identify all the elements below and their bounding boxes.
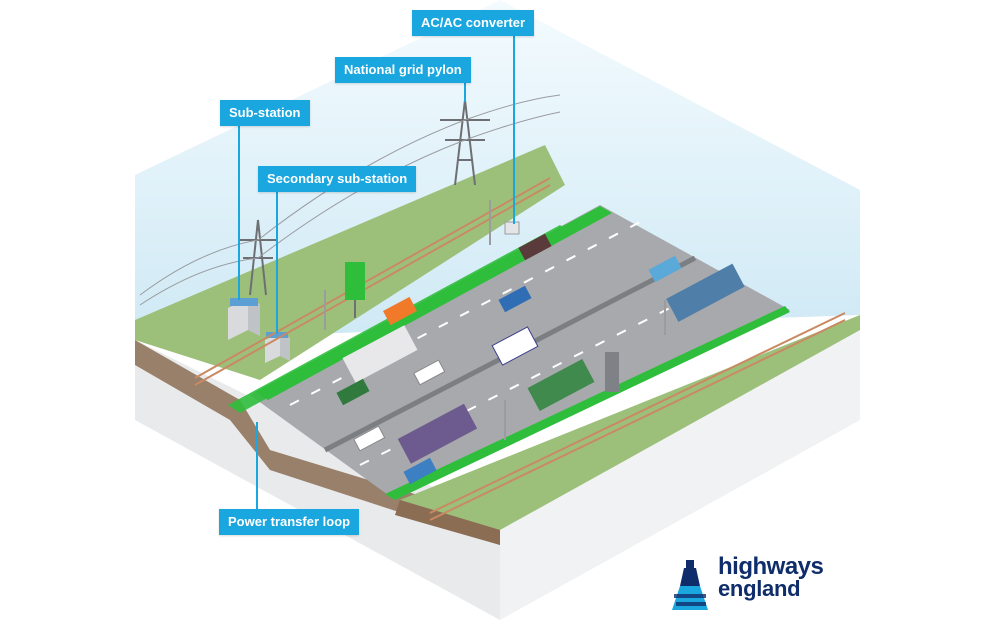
- logo-wordmark: highways england: [718, 553, 824, 601]
- highways-england-logo: highways england: [664, 553, 844, 612]
- vehicles: [336, 233, 745, 485]
- logo-line-england: england: [718, 576, 801, 601]
- callout-ac-converter: AC/AC converter: [412, 10, 535, 36]
- leader-ac-converter: [513, 36, 515, 224]
- front-earth-slope: [395, 500, 500, 545]
- leader-power-transfer-loop: [256, 422, 258, 510]
- ac-converter-box: [504, 221, 520, 235]
- charging-lane-front: [385, 306, 790, 500]
- callout-secondary-sub-station: Secondary sub-station: [258, 166, 417, 192]
- leader-secondary-sub-station: [276, 191, 278, 334]
- terrain-right-face: [500, 315, 860, 620]
- secondary-sub-station-building: [265, 332, 290, 363]
- roadside-signs: [324, 200, 666, 440]
- earth-strip: [135, 340, 500, 545]
- callout-sub-station: Sub-station: [220, 100, 310, 126]
- lighthouse-icon: [672, 560, 708, 610]
- leader-sub-station: [238, 126, 240, 300]
- callout-national-grid-pylon: National grid pylon: [335, 57, 471, 83]
- leader-national-grid-pylon: [464, 82, 466, 102]
- logo-line-highways: highways: [718, 553, 824, 580]
- lane-markings: [289, 221, 736, 466]
- callout-power-transfer-loop: Power transfer loop: [219, 509, 360, 535]
- sub-station-building: [228, 298, 260, 340]
